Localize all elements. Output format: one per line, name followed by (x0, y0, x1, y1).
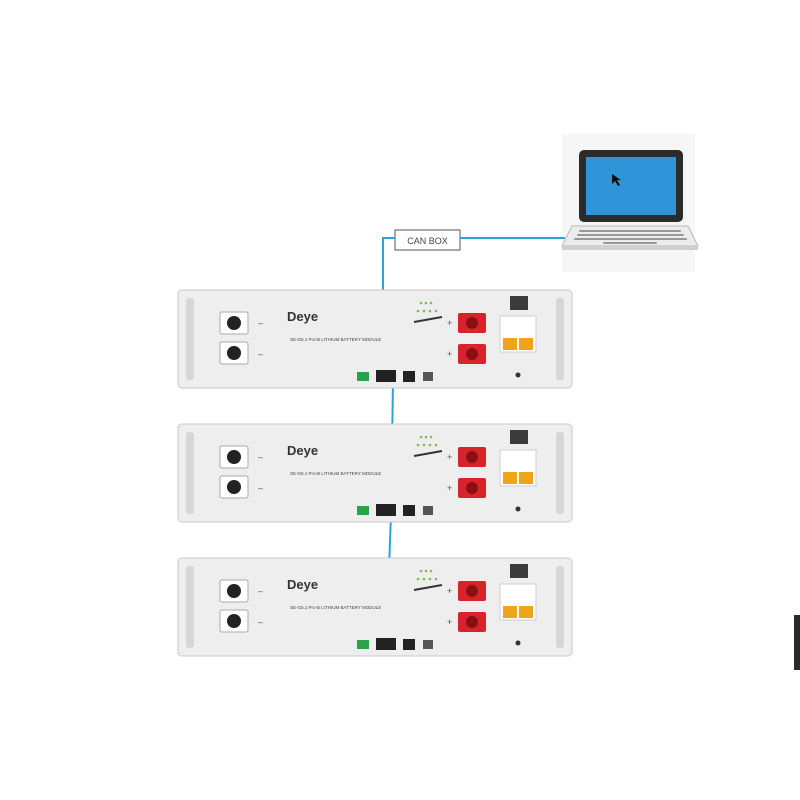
indicator-leds (416, 569, 438, 581)
can-port (376, 638, 396, 650)
model-label: SE-G5.1 Pro-B LITHIUM BATTERY MODULE (290, 337, 381, 342)
plus-sign: + (447, 617, 452, 627)
pos-terminal-bottom-socket (466, 616, 478, 628)
laptop-screen (586, 157, 676, 215)
reset-button (515, 640, 521, 646)
plus-sign: + (447, 318, 452, 328)
dry-contact-port (357, 506, 369, 515)
pos-terminal-bottom-socket (466, 348, 478, 360)
laptop (561, 134, 699, 272)
neg-terminal-bottom-socket (227, 614, 241, 628)
neg-terminal-top-socket (227, 450, 241, 464)
keyboard-keys (574, 230, 687, 244)
breaker-handle (519, 472, 533, 484)
link-port (423, 506, 433, 515)
can-port (376, 504, 396, 516)
battery-module: – – Deye SE-G5.1 Pro-B LITHIUM BATTERY M… (177, 289, 573, 389)
pos-terminal-top-socket (466, 585, 478, 597)
module-handle-right (556, 298, 564, 380)
soc-indicator (413, 316, 443, 323)
module-handle-left (186, 566, 194, 648)
breaker-switch (510, 430, 528, 444)
edge-strip (794, 615, 800, 670)
module-handle-right (556, 432, 564, 514)
model-label: SE-G5.1 Pro-B LITHIUM BATTERY MODULE (290, 605, 381, 610)
plus-sign: + (447, 452, 452, 462)
plus-sign: + (447, 349, 452, 359)
laptop-base (562, 246, 698, 250)
module-handle-left (186, 298, 194, 380)
minus-sign: – (258, 617, 263, 627)
breaker-switch (510, 564, 528, 578)
neg-terminal-top-socket (227, 316, 241, 330)
plus-sign: + (447, 586, 452, 596)
pos-terminal-top-socket (466, 451, 478, 463)
breaker-switch (510, 296, 528, 310)
neg-terminal-bottom-socket (227, 480, 241, 494)
dry-contact-port (357, 640, 369, 649)
pos-terminal-bottom-socket (466, 482, 478, 494)
battery-module: – – Deye SE-G5.1 Pro-B LITHIUM BATTERY M… (177, 423, 573, 523)
breaker-handle (519, 606, 533, 618)
plus-sign: + (447, 483, 452, 493)
module-handle-left (186, 432, 194, 514)
battery-module: – – Deye SE-G5.1 Pro-B LITHIUM BATTERY M… (177, 557, 573, 657)
neg-terminal-top-socket (227, 584, 241, 598)
pos-terminal-top-socket (466, 317, 478, 329)
can-port (376, 370, 396, 382)
minus-sign: – (258, 452, 263, 462)
indicator-leds (416, 435, 438, 447)
minus-sign: – (258, 586, 263, 596)
can-box: CAN BOX (394, 229, 461, 251)
minus-sign: – (258, 318, 263, 328)
can-box-frame (394, 229, 461, 251)
reset-button (515, 372, 521, 378)
indicator-leds (416, 301, 438, 313)
soc-indicator (413, 450, 443, 457)
brand-logo: Deye (287, 309, 318, 324)
breaker-handle (519, 338, 533, 350)
rs485-port (403, 505, 415, 516)
reset-button (515, 506, 521, 512)
soc-indicator (413, 584, 443, 591)
neg-terminal-bottom-socket (227, 346, 241, 360)
cursor-icon (612, 174, 621, 186)
link-port (423, 372, 433, 381)
breaker-handle (503, 606, 517, 618)
minus-sign: – (258, 483, 263, 493)
link-port (423, 640, 433, 649)
minus-sign: – (258, 349, 263, 359)
breaker-handle (503, 338, 517, 350)
dry-contact-port (357, 372, 369, 381)
breaker-handle (503, 472, 517, 484)
module-handle-right (556, 566, 564, 648)
brand-logo: Deye (287, 577, 318, 592)
model-label: SE-G5.1 Pro-B LITHIUM BATTERY MODULE (290, 471, 381, 476)
can-box-label: CAN BOX (407, 236, 448, 246)
rs485-port (403, 639, 415, 650)
brand-logo: Deye (287, 443, 318, 458)
rs485-port (403, 371, 415, 382)
